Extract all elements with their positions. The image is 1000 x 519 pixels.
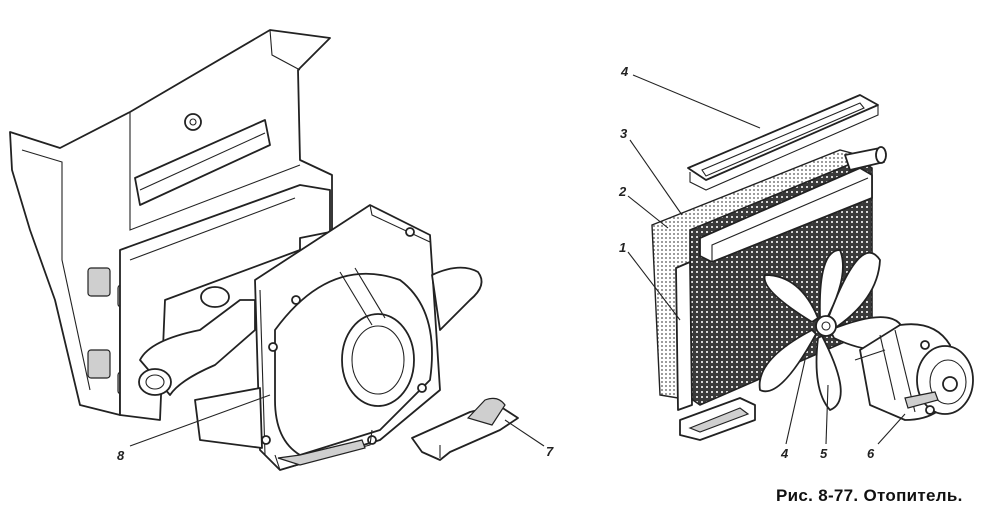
callout-3: 3 (620, 126, 628, 141)
callout-4-bottom: 4 (780, 446, 789, 461)
leader-lines (129, 74, 906, 447)
callout-2: 2 (618, 184, 627, 199)
radiator-assembly-illustration (651, 94, 974, 441)
callout-5: 5 (820, 446, 828, 461)
callout-7: 7 (546, 444, 554, 459)
figure-caption: Рис. 8-77. Отопитель. (776, 486, 963, 505)
callout-1: 1 (619, 240, 626, 255)
part-7-clip-illustration (411, 397, 519, 461)
callout-6: 6 (867, 446, 875, 461)
callout-4-top: 4 (620, 64, 629, 79)
heater-housing-illustration (9, 29, 483, 471)
callout-8: 8 (117, 448, 125, 463)
